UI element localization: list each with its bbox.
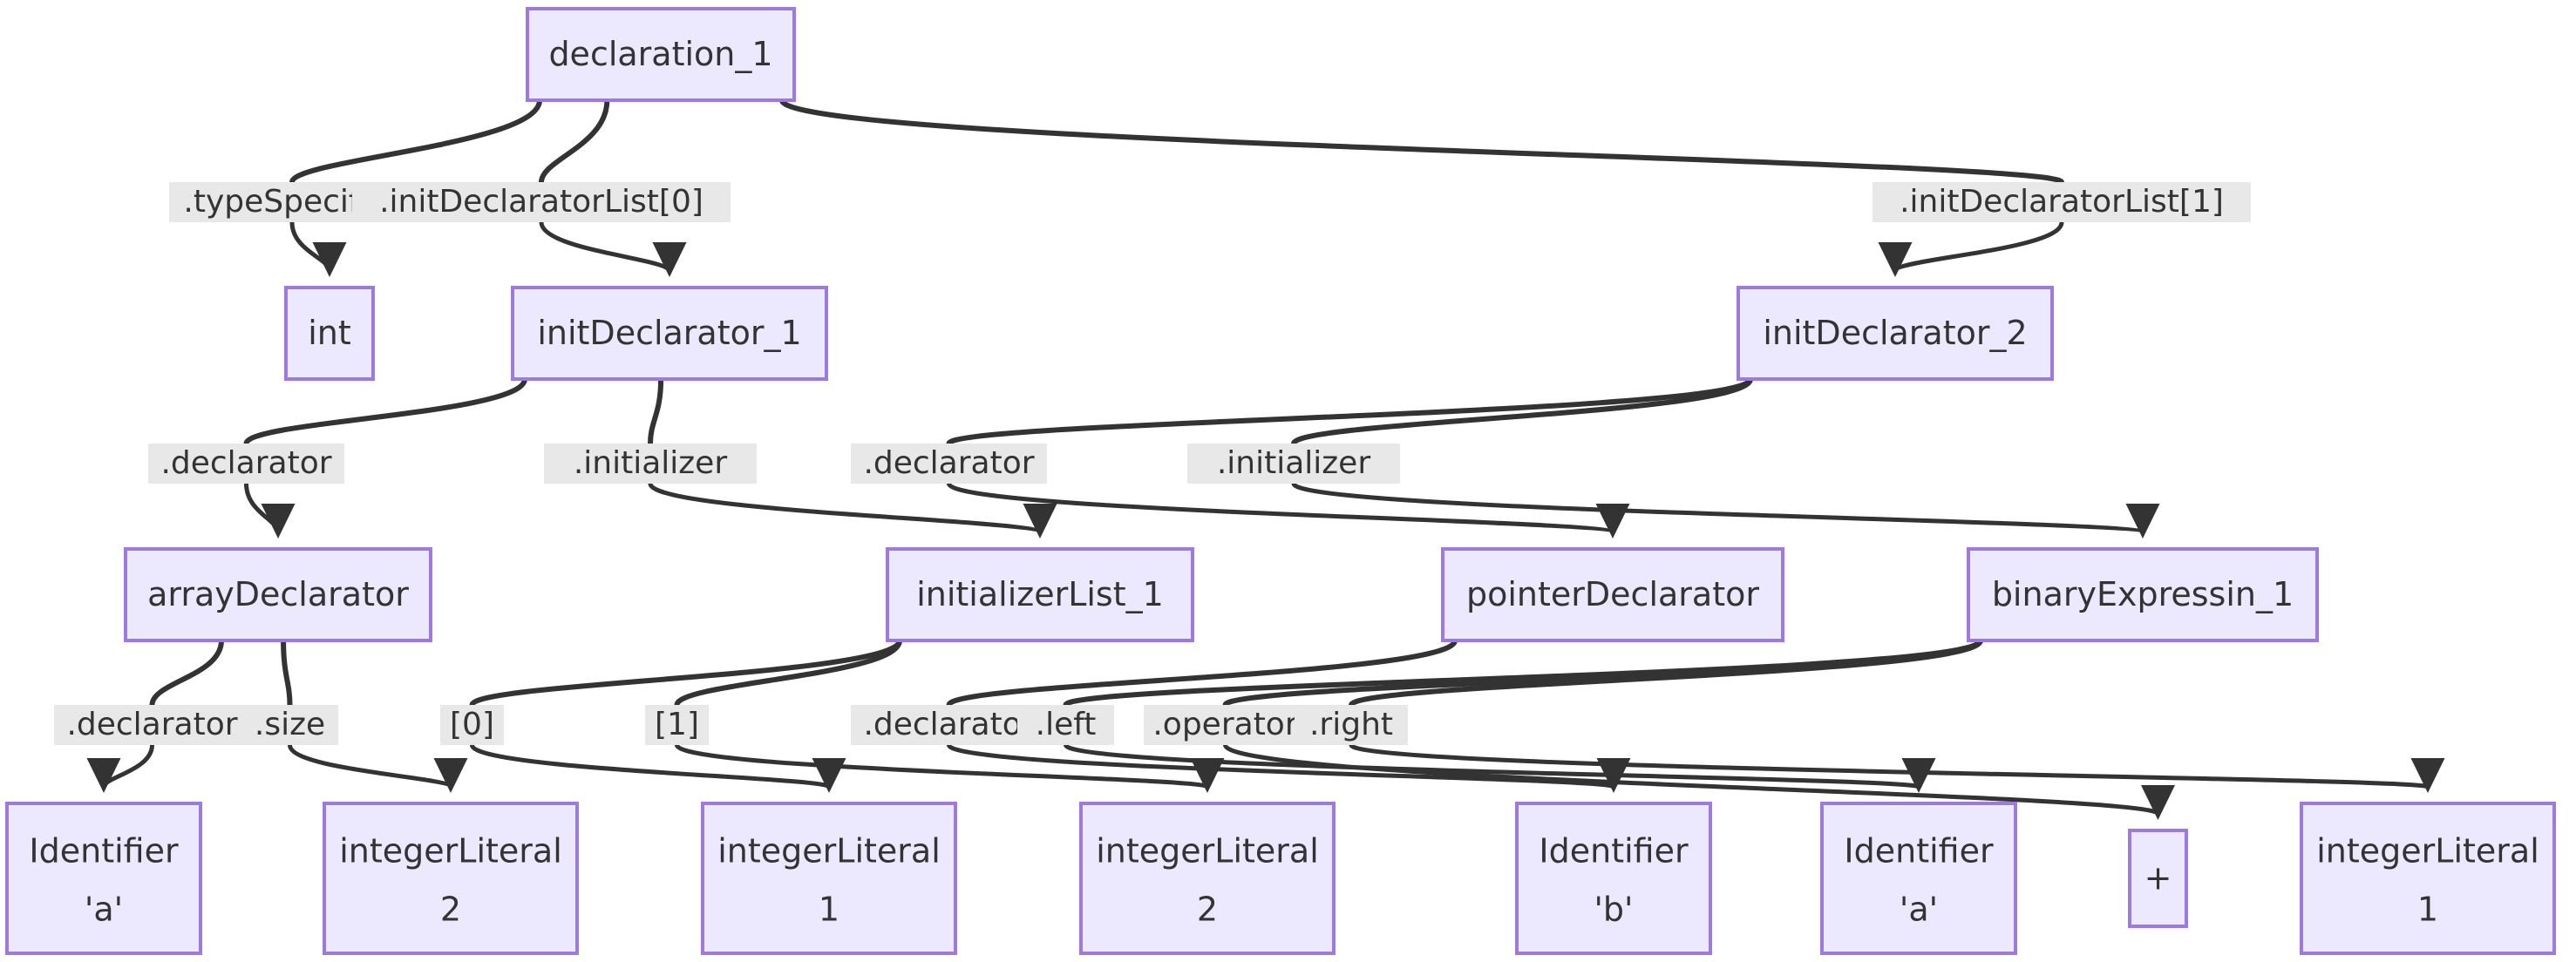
node-label: int bbox=[308, 314, 351, 352]
node-label-line1: integerLiteral bbox=[339, 831, 562, 870]
edge-labels-layer: .typeSpecifier.initDeclaratorList[0].ini… bbox=[54, 182, 2251, 745]
edge-label-text: [0] bbox=[450, 707, 494, 742]
node-label: pointerDeclarator bbox=[1466, 575, 1759, 613]
graph-node-ident_a_2[interactable]: Identifier 'a' bbox=[1820, 802, 2017, 955]
node-label: initDeclarator_2 bbox=[1763, 314, 2027, 352]
node-label-line1: Identifier bbox=[1844, 831, 1994, 870]
graph-node-ident_a_1[interactable]: Identifier 'a' bbox=[5, 802, 202, 955]
edge-label: .right bbox=[1295, 705, 1408, 745]
node-label-line2: 'b' bbox=[1594, 890, 1633, 928]
graph-node-intlit_1_a[interactable]: integerLiteral 1 bbox=[701, 802, 957, 955]
node-label-line2: 2 bbox=[440, 890, 461, 928]
edge-label: .left bbox=[1017, 705, 1114, 745]
edge-label: [0] bbox=[440, 705, 504, 745]
graph-node-binaryExpressin_1[interactable]: binaryExpressin_1 bbox=[1967, 547, 2319, 642]
edge-label-text: [1] bbox=[655, 707, 699, 742]
node-label: + bbox=[2144, 859, 2172, 898]
graph-node-initializerList_1[interactable]: initializerList_1 bbox=[886, 547, 1194, 642]
edges-layer bbox=[86, 98, 2442, 820]
edge-label-text: .initializer bbox=[1217, 445, 1370, 481]
graph-node-pointerDeclarator[interactable]: pointerDeclarator bbox=[1441, 547, 1784, 642]
edge-label-text: .declarator bbox=[863, 445, 1034, 481]
node-label-line1: Identifier bbox=[29, 831, 179, 870]
edge-label: [1] bbox=[645, 705, 709, 745]
node-label-line1: integerLiteral bbox=[2316, 831, 2539, 870]
edge-label-text: .left bbox=[1036, 707, 1097, 742]
node-label: arrayDeclarator bbox=[147, 575, 409, 613]
graph-node-intlit_2_a[interactable]: integerLiteral 2 bbox=[323, 802, 579, 955]
edge-label: .declarator bbox=[148, 444, 344, 484]
graph-node-int[interactable]: int bbox=[284, 286, 375, 381]
edge-label-text: .initDeclaratorList[1] bbox=[1900, 184, 2224, 220]
graph-node-intlit_1_b[interactable]: integerLiteral 1 bbox=[2300, 802, 2556, 955]
node-label: declaration_1 bbox=[548, 35, 772, 73]
edge-label: .declarator bbox=[851, 444, 1047, 484]
graph-node-intlit_2_b[interactable]: integerLiteral 2 bbox=[1079, 802, 1336, 955]
edge-label-text: .initDeclaratorList[0] bbox=[379, 184, 703, 220]
edge-label-text: .initializer bbox=[574, 445, 727, 481]
node-label-line2: 2 bbox=[1197, 890, 1218, 928]
graph-node-initDeclarator_2[interactable]: initDeclarator_2 bbox=[1737, 286, 2054, 381]
edge-label: .initializer bbox=[544, 444, 757, 484]
edge-label-text: .declarator bbox=[160, 445, 331, 481]
graph-node-op_plus[interactable]: + bbox=[2128, 829, 2188, 928]
node-label: initializerList_1 bbox=[916, 575, 1164, 613]
node-label: initDeclarator_1 bbox=[537, 314, 801, 352]
node-label-line2: 'a' bbox=[1900, 890, 1938, 928]
graph-node-initDeclarator_1[interactable]: initDeclarator_1 bbox=[511, 286, 828, 381]
node-label-line1: integerLiteral bbox=[1096, 831, 1319, 870]
edge-label-text: .operator bbox=[1152, 707, 1297, 742]
node-label-line2: 1 bbox=[2417, 890, 2438, 928]
node-label-line2: 'a' bbox=[85, 890, 123, 928]
edge-label-text: .size bbox=[255, 707, 325, 742]
edge-label: .declarator bbox=[54, 705, 250, 745]
edge-label: .initDeclaratorList[0] bbox=[352, 182, 731, 222]
node-label-line1: integerLiteral bbox=[717, 831, 941, 870]
graph-node-declaration_1[interactable]: declaration_1 bbox=[526, 7, 796, 102]
edge-label: .operator bbox=[1144, 705, 1307, 745]
graph-node-ident_b[interactable]: Identifier 'b' bbox=[1515, 802, 1712, 955]
edge-label: .initializer bbox=[1187, 444, 1400, 484]
edge-label: .size bbox=[241, 705, 338, 745]
node-label: binaryExpressin_1 bbox=[1992, 575, 2294, 613]
edge-label: .declarator bbox=[851, 705, 1047, 745]
edge-label-text: .right bbox=[1309, 707, 1393, 742]
graph-node-arrayDeclarator[interactable]: arrayDeclarator bbox=[124, 547, 432, 642]
edge-label-text: .declarator bbox=[863, 707, 1034, 742]
node-label-line2: 1 bbox=[819, 890, 839, 928]
edge-label: .initDeclaratorList[1] bbox=[1873, 182, 2251, 222]
edge-label-text: .declarator bbox=[66, 707, 237, 742]
node-label-line1: Identifier bbox=[1539, 831, 1689, 870]
